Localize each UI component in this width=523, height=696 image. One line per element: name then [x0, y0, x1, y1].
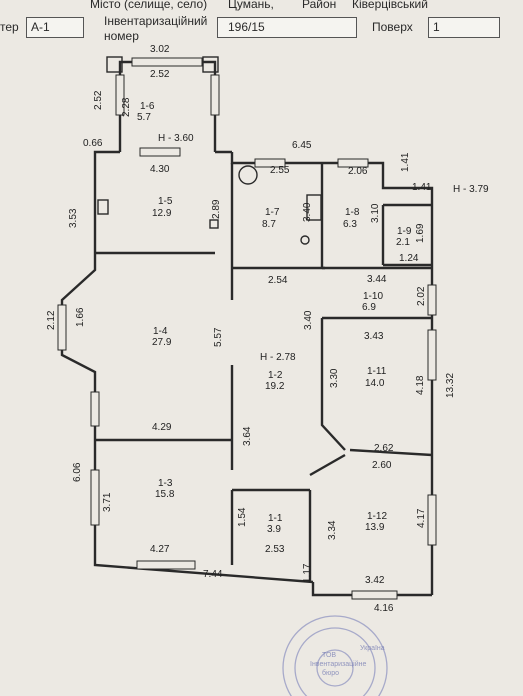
dim-418: 4.18: [415, 375, 426, 395]
dim-427: 4.27: [150, 544, 170, 555]
horizontal-dimensions: 3.02 2.52 0.66 4.30 6.45 2.55 2.06 1.41 …: [83, 44, 432, 614]
stamp-line-3: Інвентаризаційне: [310, 660, 366, 668]
dim-154: 1.54: [237, 507, 248, 527]
dim-166: 1.66: [75, 307, 86, 327]
room-area-1-12: 13.9: [365, 522, 385, 533]
settlement-label: Місто (селище, село): [90, 0, 208, 11]
dim-212: 2.12: [46, 310, 57, 330]
dim-744: 7.44: [203, 569, 223, 580]
room-area-1-2: 19.2: [265, 381, 285, 392]
room-area-1-9: 2.1: [396, 237, 410, 248]
dim-645: 6.45: [292, 140, 312, 151]
dim-141-h: 1.41: [412, 182, 432, 193]
district-label: Район: [302, 0, 337, 11]
dim-141-v: 1.41: [400, 152, 411, 172]
dim-330: 3.30: [329, 368, 340, 388]
official-stamp: Україна ТОВ Інвентаризаційне бюро: [282, 615, 388, 696]
dim-255: 2.55: [270, 165, 290, 176]
dim-417: 4.17: [416, 508, 427, 528]
room-id-1-1: 1-1: [268, 513, 283, 524]
room-area-1-10: 6.9: [362, 302, 376, 313]
room-id-1-4: 1-4: [153, 326, 168, 337]
inventory-value: 196/15: [217, 17, 357, 38]
fixtures: [97, 165, 322, 245]
room-labels: 1-6 5.7 1-5 12.9 1-7 8.7 1-8 6.3 1-9 2.1…: [137, 101, 412, 535]
dim-262: 2.62: [374, 443, 394, 454]
liter-value: А-1: [26, 17, 84, 38]
room-area-1-6: 5.7: [137, 112, 151, 123]
dim-253: 2.53: [265, 544, 285, 555]
liter-label: тер: [0, 20, 19, 34]
dim-206: 2.06: [348, 166, 368, 177]
dim-557: 5.57: [213, 327, 224, 347]
room-area-1-8: 6.3: [343, 219, 357, 230]
dim-289: 2.89: [211, 199, 222, 219]
dim-364: 3.64: [242, 426, 253, 446]
stamp-line-2: ТОВ: [322, 652, 336, 659]
dim-340-top: 3.40: [302, 202, 313, 222]
dim-124: 1.24: [399, 253, 419, 264]
floor-label: Поверх: [372, 20, 413, 34]
dim-340-mid: 3.40: [303, 310, 314, 330]
dim-302: 3.02: [150, 44, 170, 55]
dim-1332: 13.32: [445, 373, 456, 398]
settlement-value: Цумань,: [228, 0, 274, 11]
dim-254: 2.54: [268, 275, 288, 286]
dim-343: 3.43: [364, 331, 384, 342]
district-value: Ківерцівський: [352, 0, 428, 11]
floor-value: 1: [428, 17, 500, 38]
dim-066: 0.66: [83, 138, 103, 149]
stamp-line-1: Україна: [360, 645, 385, 652]
vertical-dimensions: 2.52 2.28 3.53 2.89 3.40 1.41 3.10 1.69 …: [46, 90, 456, 583]
dim-260: 2.60: [372, 460, 392, 471]
inner-walls: [95, 163, 433, 582]
inventory-label: Інвентаризаційний номер: [104, 14, 208, 43]
height-h-278: Н - 2.78: [260, 352, 296, 363]
room-area-1-11: 14.0: [365, 378, 385, 389]
dim-228: 2.28: [121, 97, 132, 117]
room-1-6-walls: [106, 56, 220, 152]
dim-202: 2.02: [416, 286, 427, 306]
dim-169: 1.69: [415, 223, 426, 243]
dim-334: 3.34: [327, 520, 338, 540]
room-area-1-3: 15.8: [155, 489, 175, 500]
dim-416: 4.16: [374, 603, 394, 614]
dim-252-top: 2.52: [150, 69, 170, 80]
room-id-1-8: 1-8: [345, 207, 360, 218]
outer-walls: [57, 147, 437, 600]
dim-353: 3.53: [68, 208, 79, 228]
dim-344: 3.44: [367, 274, 387, 285]
room-id-1-7: 1-7: [265, 207, 280, 218]
dim-310: 3.10: [370, 203, 381, 223]
dim-117: 1.17: [302, 563, 313, 583]
room-area-1-4: 27.9: [152, 337, 172, 348]
room-id-1-3: 1-3: [158, 478, 173, 489]
room-id-1-12: 1-12: [367, 511, 387, 522]
dim-606: 6.06: [72, 462, 83, 482]
dim-371: 3.71: [102, 492, 113, 512]
room-id-1-5: 1-5: [158, 196, 173, 207]
dim-429: 4.29: [152, 422, 172, 433]
room-area-1-1: 3.9: [267, 524, 281, 535]
dim-342: 3.42: [365, 575, 385, 586]
room-id-1-11: 1-11: [367, 366, 387, 377]
room-id-1-6: 1-6: [140, 101, 155, 112]
dim-430: 4.30: [150, 164, 170, 175]
room-area-1-7: 8.7: [262, 219, 276, 230]
stamp-line-4: бюро: [322, 669, 339, 677]
dim-252-left: 2.52: [93, 90, 104, 110]
height-h-360: Н - 3.60: [158, 133, 194, 144]
height-h-379: Н - 3.79: [453, 184, 489, 195]
room-id-1-9: 1-9: [397, 226, 412, 237]
room-id-1-2: 1-2: [268, 370, 283, 381]
room-area-1-5: 12.9: [152, 208, 172, 219]
room-id-1-10: 1-10: [363, 291, 383, 302]
